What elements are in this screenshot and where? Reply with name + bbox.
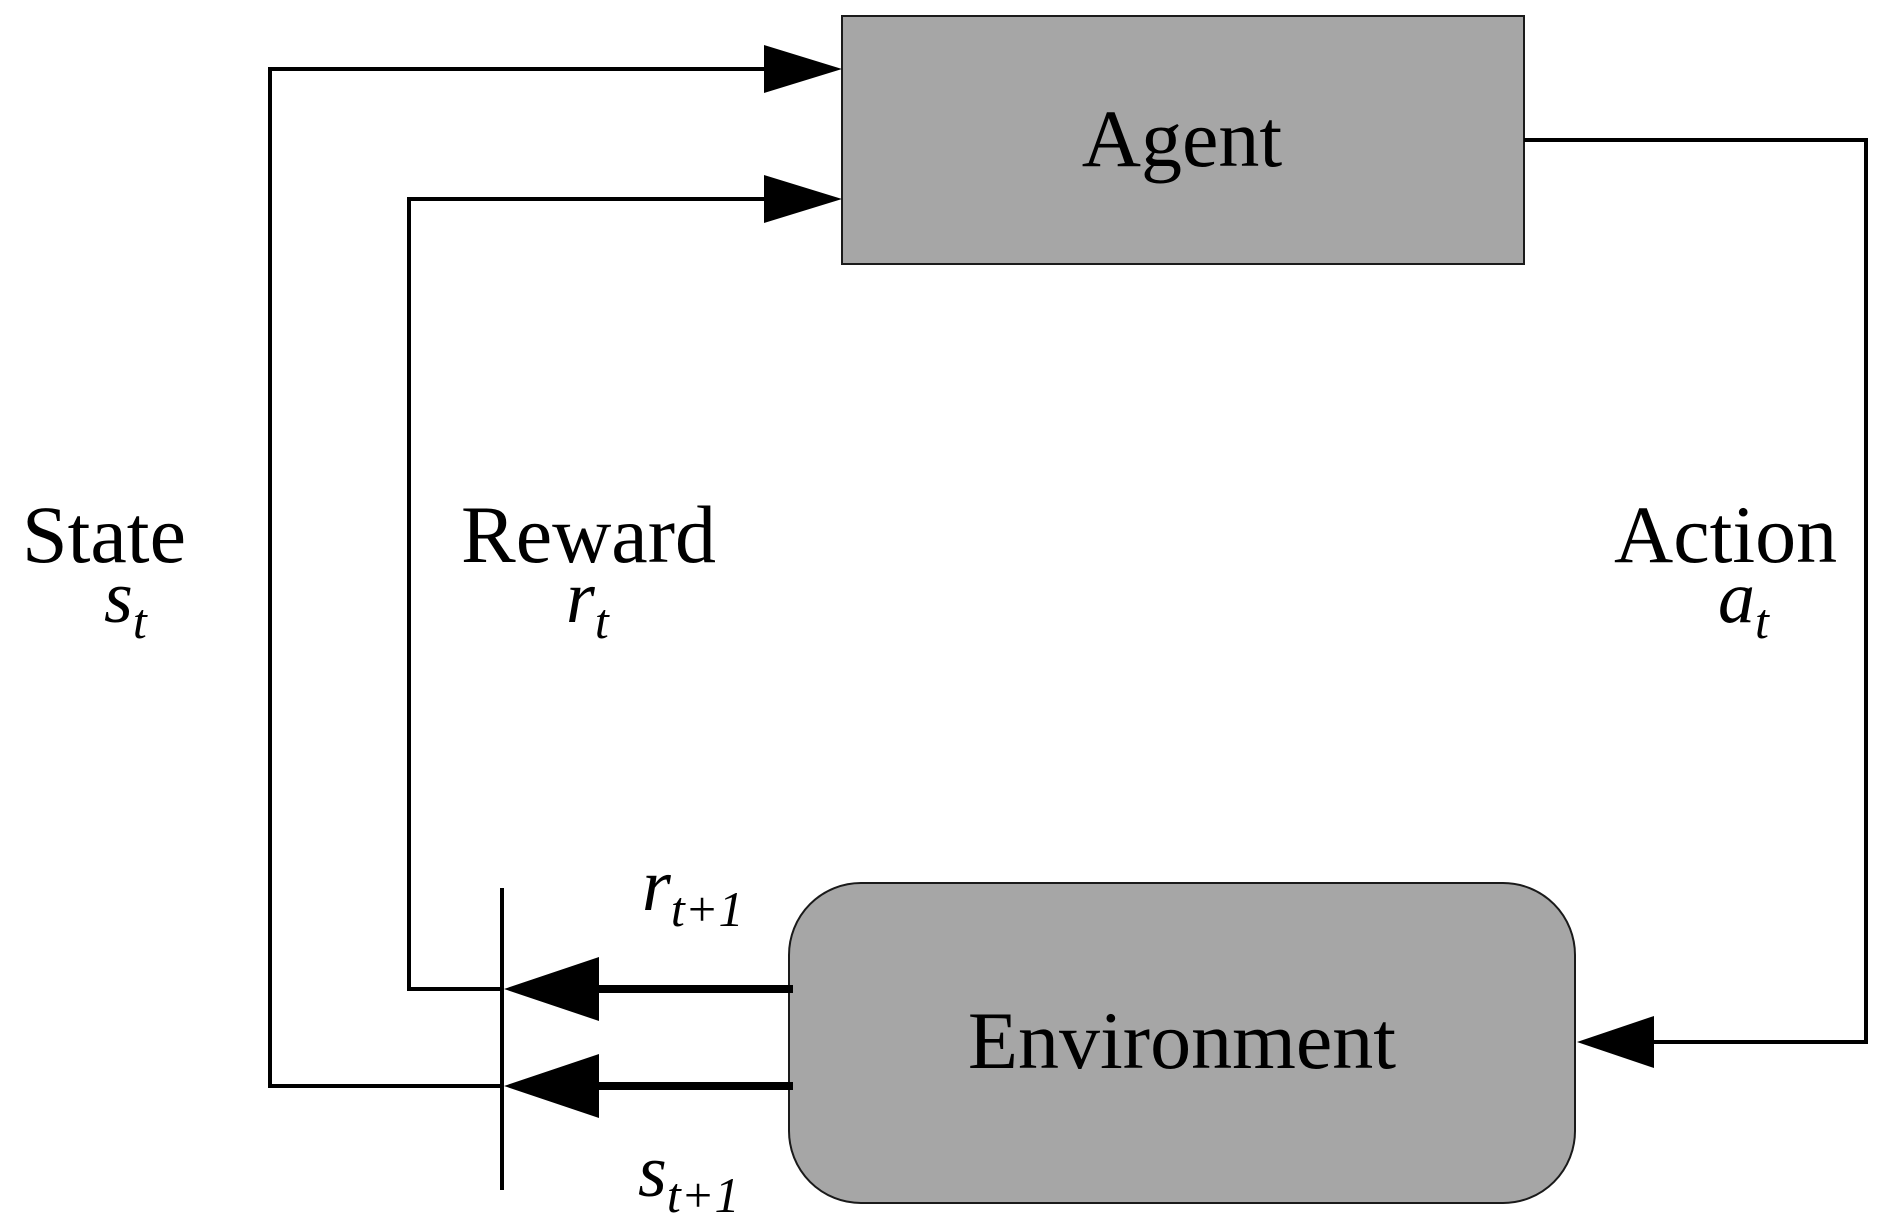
agent-label: Agent	[1082, 93, 1283, 184]
action-label: Action	[1614, 489, 1837, 580]
action-arrowhead	[1577, 1016, 1654, 1068]
reward-arrowhead	[764, 175, 842, 223]
agent-box	[841, 15, 1525, 265]
action-symbol: at	[1718, 557, 1770, 649]
next-state-symbol-base: s	[638, 1131, 667, 1213]
reward-symbol: rt	[566, 557, 610, 649]
state-symbol: st	[104, 557, 148, 649]
next-reward-symbol: rt+1	[642, 845, 743, 937]
state-symbol-base: s	[104, 557, 133, 639]
next-state-output	[504, 1054, 793, 1118]
next-state-symbol-sub: t+1	[667, 1167, 740, 1223]
reward-symbol-base: r	[566, 557, 596, 639]
next-reward-symbol-base: r	[642, 845, 672, 927]
reward-line	[407, 197, 768, 991]
environment-label: Environment	[968, 995, 1396, 1086]
reward-label: Reward	[461, 489, 716, 580]
reward-connector	[407, 175, 842, 991]
action-symbol-sub: t	[1755, 593, 1770, 649]
next-reward-arrowhead	[504, 957, 599, 1021]
state-connector	[268, 45, 842, 1088]
next-reward-symbol-sub: t+1	[671, 881, 744, 937]
action-connector	[1524, 138, 1868, 1068]
next-state-arrowhead	[504, 1054, 599, 1118]
state-label: State	[22, 489, 186, 580]
state-arrowhead	[764, 45, 842, 93]
environment-node: Environment	[788, 882, 1576, 1204]
reward-symbol-sub: t	[595, 593, 610, 649]
action-line	[1524, 138, 1868, 1044]
agent-node: Agent	[841, 15, 1525, 265]
action-symbol-base: a	[1718, 557, 1755, 639]
environment-box	[788, 882, 1576, 1204]
state-symbol-sub: t	[133, 593, 148, 649]
next-state-symbol: st+1	[638, 1131, 739, 1223]
next-reward-output	[504, 957, 793, 1021]
state-line	[268, 67, 768, 1088]
